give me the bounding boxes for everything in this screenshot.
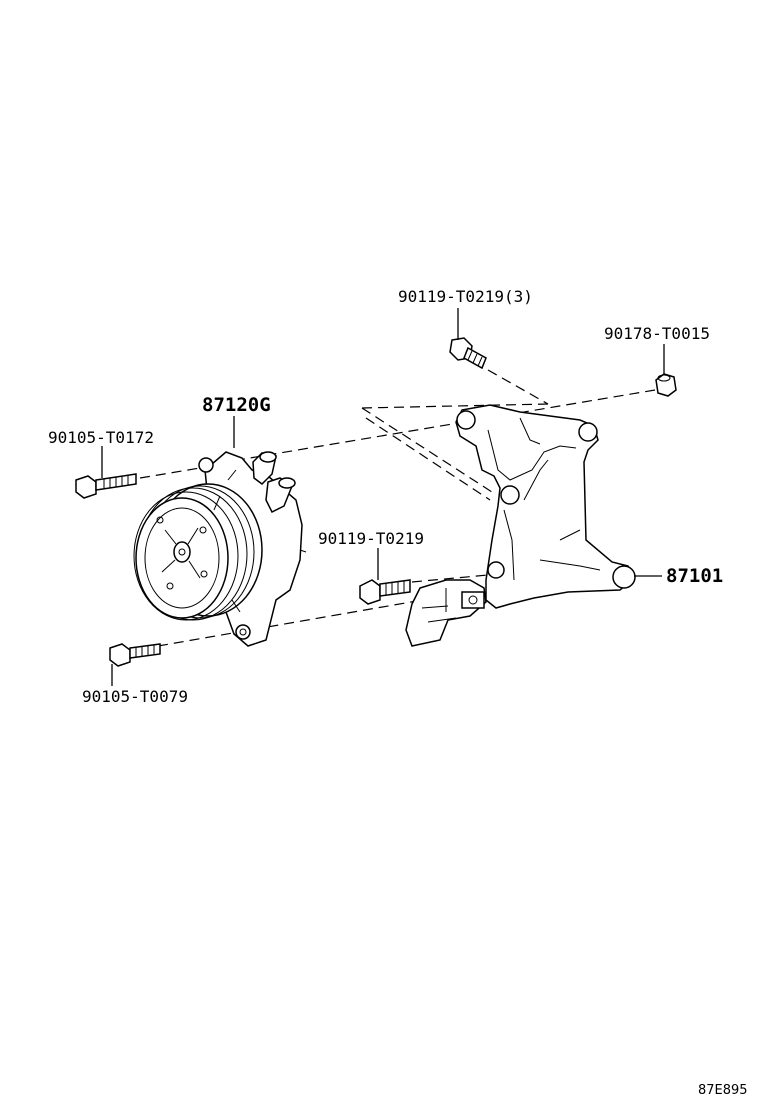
vacuum-pump bbox=[133, 451, 307, 647]
bolt-left-lower bbox=[109, 643, 161, 667]
leader-lines bbox=[101, 308, 665, 686]
callout-nut-top-right: 90178-T0015 bbox=[604, 324, 710, 343]
diagram-reference-code: 87E895 bbox=[698, 1083, 748, 1098]
callout-bolt-left-upper: 90105-T0172 bbox=[48, 428, 154, 447]
bolt-left-upper bbox=[75, 473, 137, 499]
callout-bracket: 87101 bbox=[666, 565, 723, 587]
callout-bolt-left-lower: 90105-T0079 bbox=[82, 687, 188, 706]
nut-top-right bbox=[655, 373, 677, 397]
callout-bolt-top: 90119-T0219(3) bbox=[398, 287, 533, 306]
callout-bolt-middle: 90119-T0219 bbox=[318, 529, 424, 548]
bolt-top bbox=[449, 337, 487, 370]
bolt-middle bbox=[359, 579, 411, 605]
callout-vacuum-pump: 87120G bbox=[202, 394, 271, 416]
bracket bbox=[405, 404, 636, 647]
